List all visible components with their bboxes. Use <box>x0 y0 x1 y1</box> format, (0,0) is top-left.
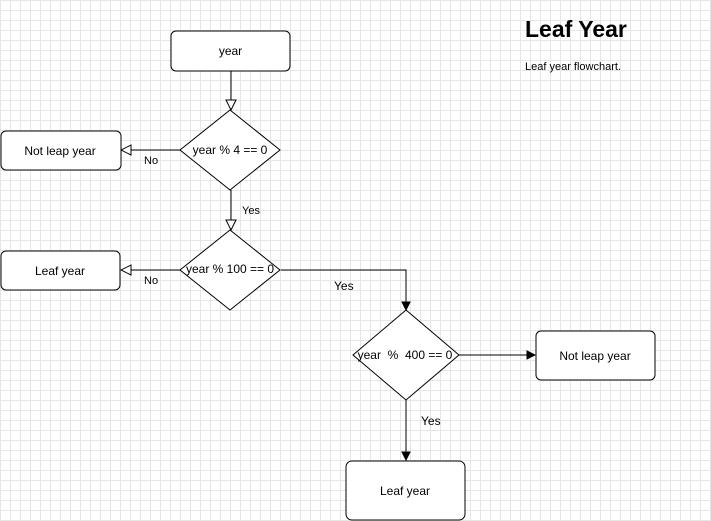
diagram-title: Leaf Year <box>525 16 627 42</box>
node-decision-mod400[interactable]: year % 400 == 0 <box>352 309 460 401</box>
node-decision-mod4-label: year % 4 == 0 <box>193 143 268 157</box>
node-not-leap-year-1[interactable]: Not leap year <box>0 130 122 171</box>
node-leaf-year-2-label: Leaf year <box>380 484 430 498</box>
node-leaf-year-1-label: Leaf year <box>35 264 85 278</box>
node-start[interactable]: year <box>170 30 291 72</box>
node-decision-mod100[interactable]: year % 100 == 0 <box>179 229 281 311</box>
edge-label-mod100-yes: Yes <box>334 279 354 293</box>
node-leaf-year-1[interactable]: Leaf year <box>0 250 121 291</box>
edge-label-mod4-yes: Yes <box>242 205 260 217</box>
node-decision-mod4[interactable]: year % 4 == 0 <box>179 109 281 191</box>
node-not-leap-year-1-label: Not leap year <box>24 144 95 158</box>
node-decision-mod100-label: year % 100 == 0 <box>186 262 274 276</box>
edge-label-mod400-yes: Yes <box>421 414 441 428</box>
edge-mod100-yes <box>281 269 406 310</box>
node-start-label: year <box>219 44 242 58</box>
node-leaf-year-2[interactable]: Leaf year <box>345 460 466 521</box>
edge-label-mod4-no: No <box>144 155 158 167</box>
node-decision-mod400-label: year % 400 == 0 <box>358 348 453 362</box>
node-not-leap-year-2-label: Not leap year <box>559 349 630 363</box>
edge-label-mod100-no: No <box>144 275 158 287</box>
node-not-leap-year-2[interactable]: Not leap year <box>535 330 656 381</box>
diagram-description: Leaf year flowchart. <box>525 61 621 73</box>
